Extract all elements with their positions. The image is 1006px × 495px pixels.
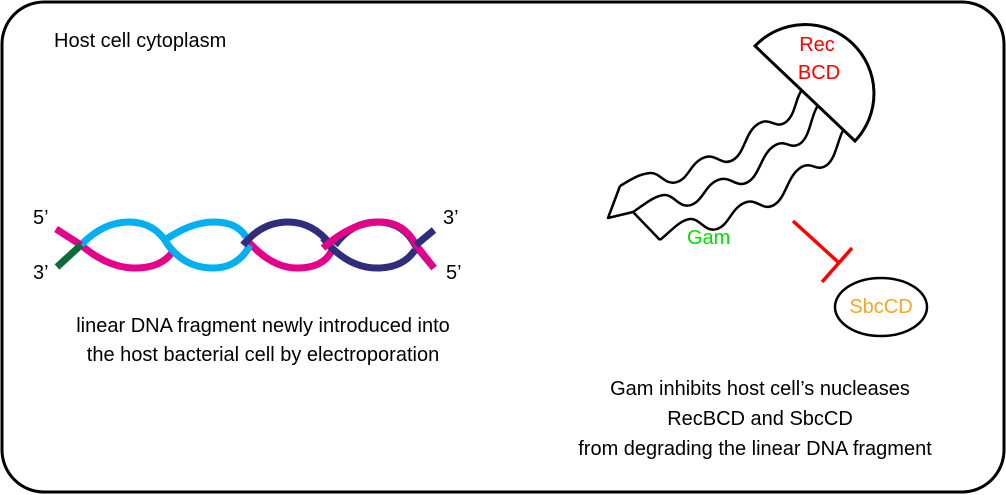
dna-strand-segment-navy-3 — [320, 235, 418, 272]
dna-label-5-right: 5’ — [446, 262, 462, 284]
recbcd-shape — [752, 23, 876, 144]
gam-ribbon-bottom — [659, 125, 848, 241]
dna-strand-segment-navy-4 — [413, 227, 437, 248]
gam-label: Gam — [687, 227, 731, 249]
dna-strand-segment-cyan-1 — [163, 218, 250, 243]
caption-line3: from degrading the linear DNA fragment — [578, 438, 932, 460]
dna-caption-line1: linear DNA fragment newly introduced int… — [76, 315, 450, 337]
recbcd-label-line1: Rec — [799, 34, 835, 56]
dna-helix — [54, 218, 437, 272]
recbcd-label-line2: BCD — [797, 62, 841, 84]
dna-label-5-left: 5’ — [33, 207, 49, 229]
caption-line1: Gam inhibits host cell’s nucleases — [610, 378, 910, 400]
dna-strand-segment-green — [54, 242, 84, 270]
inhibition-symbol — [791, 219, 854, 284]
gam-protein — [606, 87, 848, 241]
frame-title: Host cell cytoplasm — [54, 30, 227, 52]
dna-strand-segment-magenta-2 — [244, 237, 336, 272]
dna-label-3-right: 3’ — [443, 207, 459, 229]
dna-strand-segment-magenta-1 — [78, 242, 176, 272]
dna-strand-segment-magenta-3 — [320, 218, 437, 271]
sbccd-shape — [833, 276, 929, 338]
gam-ribbon-top — [619, 87, 805, 188]
dna-strand-segment-magenta-4 — [54, 226, 83, 248]
dna-strand-segment-navy-2 — [240, 218, 334, 248]
dna-strand-segment-cyan-2 — [78, 218, 254, 272]
dna-caption-line2: the host bacterial cell by electroporati… — [86, 344, 440, 366]
caption-line2: RecBCD and SbcCD — [667, 408, 853, 430]
gam-ribbon-middle — [632, 102, 821, 214]
gam-ribbon-end — [606, 185, 661, 241]
sbccd-label: SbcCD — [849, 296, 913, 318]
dna-label-3-left: 3’ — [33, 262, 49, 284]
